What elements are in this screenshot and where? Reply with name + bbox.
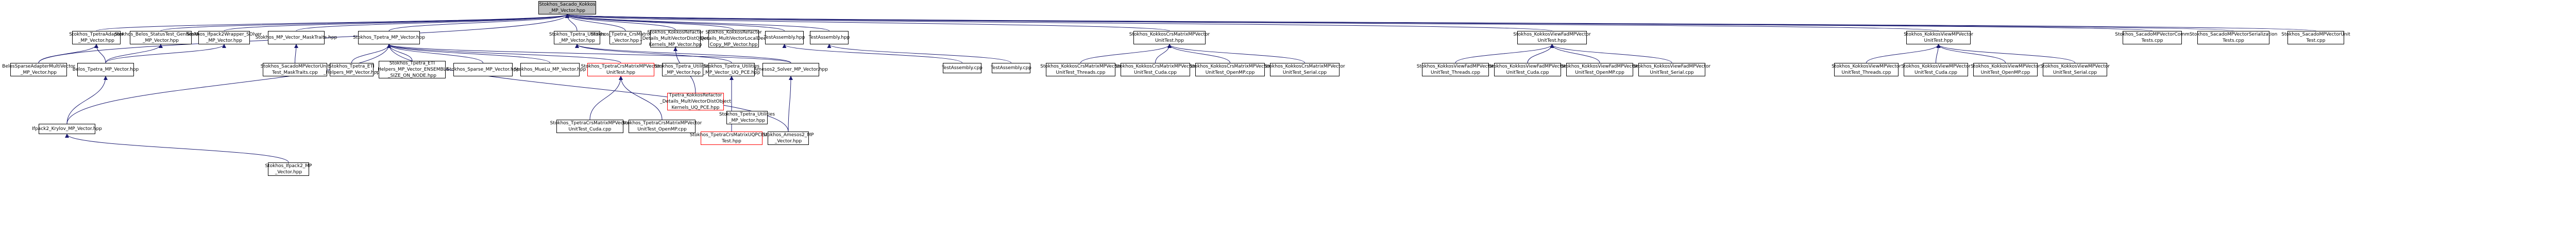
edge-n3-b7 [387,44,621,63]
edge-n3-c1 [66,44,391,124]
edge-n2-a5 [575,44,732,63]
edge-b7-c3 [619,76,663,120]
edge-a2-b1 [105,44,163,63]
edge-n10-k2 [1155,44,1172,63]
node-tpetra-eti-ensemble[interactable]: Stokhos_Tpetra_ETI _Helpers_MP_Vector_EN… [375,61,449,78]
edge-b7-c2 [589,76,623,120]
node-ifpack2-mp-vector[interactable]: Stokhos_Ifpack2_MP _Vector.hpp [265,162,312,176]
edge-n8-c6 [782,44,962,63]
node-tpetra-utilities-2[interactable]: Stokhos_Tpetra_Utilities _MP_Vector.hpp [654,63,711,76]
edge-b9-c5 [788,76,793,132]
edge-c1-d1 [65,134,289,163]
edge-n10-k4 [1167,44,1305,63]
node-comm-tests[interactable]: Stokhos_SacadoMPVectorComm Tests.cpp [2115,31,2190,44]
node-mask-traits[interactable]: Stokhos_MP_Vector_MaskTraits.hpp [256,31,337,44]
node-mpvector-unittest[interactable]: Stokhos_SacadoMPVectorUnit Test.cpp [2281,31,2350,44]
node-ifpack2-krylov[interactable]: Ifpack2_Krylov_MP_Vector.hpp [32,124,102,134]
edge-n12-v3 [1936,44,2006,63]
node-view-openmp[interactable]: Stokhos_KokkosViewMPVector UnitTest_Open… [1971,63,2040,76]
edge-n11-f4 [1550,44,1672,63]
edge-a1-b1 [94,44,106,63]
edge-b1-c1 [66,76,108,124]
edge-a3-b1 [105,44,226,63]
node-view-serial[interactable]: Stokhos_KokkosViewMPVector UnitTest_Seri… [2040,63,2110,76]
edge-n10-k1 [1080,44,1172,63]
node-belos-sparse-adapter[interactable]: BelosSparseAdapterMultiVector _MP_Vector… [2,63,75,76]
edge-n3-b9 [387,44,791,63]
node-crsmatrix-cuda[interactable]: Stokhos_TpetraCrsMatrixMPVector UnitTest… [550,120,630,133]
edge-n12-v4 [1936,44,2075,63]
node-masktraits-unittest[interactable]: Stokhos_SacadoMPVectorUnit Test_MaskTrai… [260,63,330,76]
node-kokkos-view-unittest[interactable]: Stokhos_KokkosViewMPVector UnitTest.hpp [1904,31,1973,44]
node-muelu-mp-vector[interactable]: Stokhos_MueLu_MP_Vector.hpp [514,63,586,76]
edge-root-a3 [224,14,569,31]
node-tpetra-adapter[interactable]: Stokhos_TpetraAdapter _MP_Vector.hpp [69,31,124,44]
edge-root-n9 [565,14,829,31]
edge-n11-f3 [1550,44,1600,63]
edge-root-n12 [566,14,1939,31]
edge-root-a1 [96,14,569,31]
node-tpetra-crsmatrix[interactable]: Stokhos_Tpetra_CrsMatrix_MP _Vector.hpp [590,31,660,44]
edge-root-a2 [160,14,569,31]
edge-n9-c7 [827,44,1011,63]
edge-n3-n5 [387,44,550,63]
edge-root-n10 [565,14,1170,31]
node-sparse-mp-vector[interactable]: Stokhos_Sparse_MP_Vector.hpp [447,63,519,76]
edge-root-a7 [565,14,676,30]
node-view-threads[interactable]: Stokhos_KokkosViewMPVector UnitTest_Thre… [1832,63,1901,76]
node-testassembly-hpp-1[interactable]: TestAssembly.hpp [764,31,805,44]
node-serialization-tests[interactable]: Stokhos_SacadoMPVectorSerialization Test… [2189,31,2278,44]
node-belos-statustest[interactable]: Stokhos_Belos_StatusTest_GenResNorm _MP_… [114,31,207,44]
node-kokkos-crsmatrix-threads[interactable]: Stokhos_KokkosCrsMatrixMPVector UnitTest… [1040,63,1121,76]
node-testassembly-hpp-2[interactable]: TestAssembly.hpp [809,31,850,44]
node-kokkos-crsmatrix-openmp[interactable]: Stokhos_KokkosCrsMatrixMPVector UnitTest… [1190,63,1270,76]
edge-n3-b6 [387,44,483,63]
node-tpetra-crsmatrix-unittest[interactable]: Stokhos_TpetraCrsMatrixMPVector UnitTest… [581,63,661,76]
node-tpetra-utilities-3[interactable]: Stokhos_Tpetra_Utilities _MP_Vector.hpp [719,111,775,124]
node-tpetra-eti-helpers[interactable]: Stokhos_Tpetra_ETI _Helpers_MP_Vector.hp… [324,63,380,76]
node-viewfad-threads[interactable]: Stokhos_KokkosViewFadMPVector UnitTest_T… [1416,63,1495,76]
node-kokkos-crsmatrix-serial[interactable]: Stokhos_KokkosCrsMatrixMPVector UnitTest… [1264,63,1345,76]
node-viewfad-serial[interactable]: Stokhos_KokkosViewFadMPVector UnitTest_S… [1633,63,1711,76]
node-kokkos-crsmatrix-cuda[interactable]: Stokhos_KokkosCrsMatrixMPVector UnitTest… [1115,63,1196,76]
edge-root-n11 [565,14,1552,31]
edge-n12-v1 [1866,44,1941,63]
edge-n2-b9 [575,44,791,63]
node-ifpack2-wrapper[interactable]: Stokhos_Ifpack2Wrapper_SOlver _MP_Vector… [186,31,262,44]
node-kokkos-crsmatrix-unittest[interactable]: Stokhos_KokkosCrsMatrixMPVector UnitTest… [1129,31,1210,44]
node-viewfad-openmp[interactable]: Stokhos_KokkosViewFadMPVector UnitTest_O… [1561,63,1639,76]
edge-n11-f1 [1455,44,1554,63]
node-amesos2-mp-vector[interactable]: Stokhos_Amesos2_MP _Vector.hpp [762,132,814,145]
node-crsmatrix-openmp[interactable]: Stokhos_TpetraCrsMatrixMPVector UnitTest… [622,120,702,133]
node-kokkos-viewfad-unittest[interactable]: Stokhos_KokkosViewFadMPVector UnitTest.h… [1513,31,1591,44]
edge-root-a4 [296,14,569,31]
node-crsmatrix-uqpce-unittest[interactable]: Stokhos_TpetraCrsMatrixUQPCEUnit Test.hp… [689,132,774,145]
edge-root-n3 [388,14,569,31]
edge-n10-k3 [1167,44,1230,63]
node-multivector-distobject[interactable]: Stokhos_KokkosRefactor _Details_MultiVec… [640,30,711,47]
node-tpetra-mp-vector[interactable]: Stokhos_Tpetra_MP_Vector.hpp [353,31,425,44]
node-testassembly-cpp-a[interactable]: TestAssembly.cpp [942,63,982,73]
node-tpetra-utilities-uq-pce[interactable]: Stokhos_Tpetra_Utilities _MP_Vector_UQ_P… [703,63,760,76]
node-view-cuda[interactable]: Stokhos_KokkosViewMPVector UnitTest_Cuda… [1901,63,1971,76]
node-viewfad-cuda[interactable]: Stokhos_KokkosViewFadMPVector UnitTest_C… [1488,63,1567,76]
edge-a1-b2 [38,44,98,63]
root-node[interactable]: Stokhos_Sacado_Kokkos _MP_Vector.hpp [538,1,596,14]
edge-root-n15 [566,14,2316,31]
node-testassembly-cpp-b[interactable]: TestAssembly.cpp [991,63,1031,73]
edge-a4-b3 [294,44,298,63]
node-amesos2-solver[interactable]: Amesos2_Solver_MP_Vector.hpp [754,63,828,76]
node-distobject-uq-pce[interactable]: Tpetra_KokkosRefactor _Details_MultiVect… [660,93,731,110]
node-multivector-localdeepcopy[interactable]: Stokhos_KokkosRefactor _Details_MultiVec… [698,30,769,47]
edge-root-n8 [565,14,785,31]
node-tpetra-utilities-1[interactable]: Stokhos_Tpetra_Utilities _MP_Vector.hpp [549,31,605,44]
node-belos-tpetra[interactable]: Belos_Tpetra_MP_Vector.hpp [73,63,139,76]
